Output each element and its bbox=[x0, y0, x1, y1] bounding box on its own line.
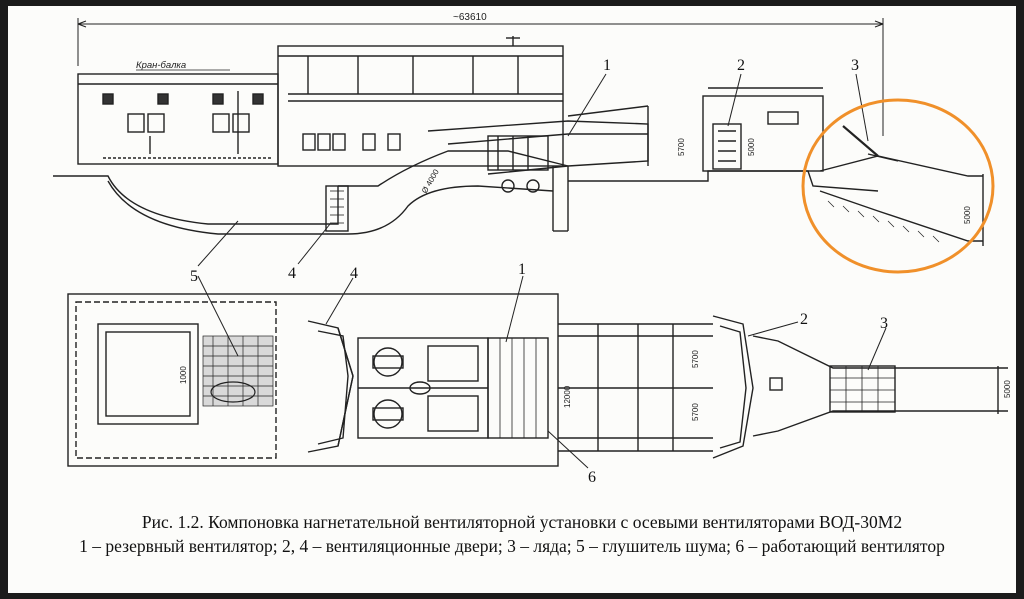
overall-dimension-text: ~63610 bbox=[453, 12, 487, 23]
label-2-section: 2 bbox=[737, 57, 745, 74]
door-4-plan bbox=[307, 320, 354, 453]
label-6-plan: 6 bbox=[588, 469, 596, 486]
dim-5000-plan: 5000 bbox=[1003, 380, 1012, 398]
ventilation-layout-drawing: ~63610 Кран-балка bbox=[53, 12, 1012, 486]
label-1-plan: 1 bbox=[518, 261, 526, 278]
fan-units-plan bbox=[357, 337, 549, 439]
highlight-circle bbox=[801, 98, 995, 274]
duct-plan bbox=[558, 323, 713, 452]
figure-caption: Рис. 1.2. Компоновка нагнетательной вент… bbox=[8, 510, 1016, 558]
funnel-plan bbox=[752, 335, 1008, 437]
dim-5700-plan-b: 5700 bbox=[691, 403, 700, 421]
ground-profile bbox=[53, 150, 879, 235]
caption-legend: 1 – резервный вентилятор; 2, 4 – вентиля… bbox=[79, 536, 945, 556]
figure-frame: ~63610 Кран-балка bbox=[8, 6, 1016, 593]
section-view: ~63610 Кран-балка bbox=[53, 12, 995, 282]
door-building-2 bbox=[702, 87, 824, 172]
dim-1000-plan: 1000 bbox=[179, 366, 188, 384]
door-frame-4-section bbox=[325, 185, 349, 232]
dim-5700-plan-a: 5700 bbox=[691, 350, 700, 368]
dim-12000-plan: 12000 bbox=[563, 385, 572, 408]
label-2-plan: 2 bbox=[800, 311, 808, 328]
label-5-plan: 5 bbox=[190, 268, 198, 285]
silencer-5 bbox=[202, 335, 274, 407]
label-3-section: 3 bbox=[851, 57, 859, 74]
inclined-shaft bbox=[819, 125, 984, 246]
door-2-plan bbox=[712, 315, 754, 459]
plan-view: 1000 bbox=[67, 261, 1012, 486]
label-1-section: 1 bbox=[603, 57, 611, 74]
overall-dimension bbox=[77, 18, 884, 136]
crane-beam-label: Кран-балка bbox=[136, 60, 186, 71]
label-4-plan: 4 bbox=[350, 265, 358, 282]
caption-title: Рис. 1.2. Компоновка нагнетательной вент… bbox=[141, 512, 903, 532]
fan-units-section bbox=[427, 105, 649, 193]
dim-5000-shaft: 5000 bbox=[963, 206, 972, 224]
dim-5000-section: 5000 bbox=[747, 138, 756, 156]
crane-hall bbox=[77, 73, 279, 165]
label-3-plan: 3 bbox=[880, 315, 888, 332]
fan-building bbox=[277, 36, 564, 167]
dim-5700-section: 5700 bbox=[677, 138, 686, 156]
label-4-section: 4 bbox=[288, 265, 296, 282]
